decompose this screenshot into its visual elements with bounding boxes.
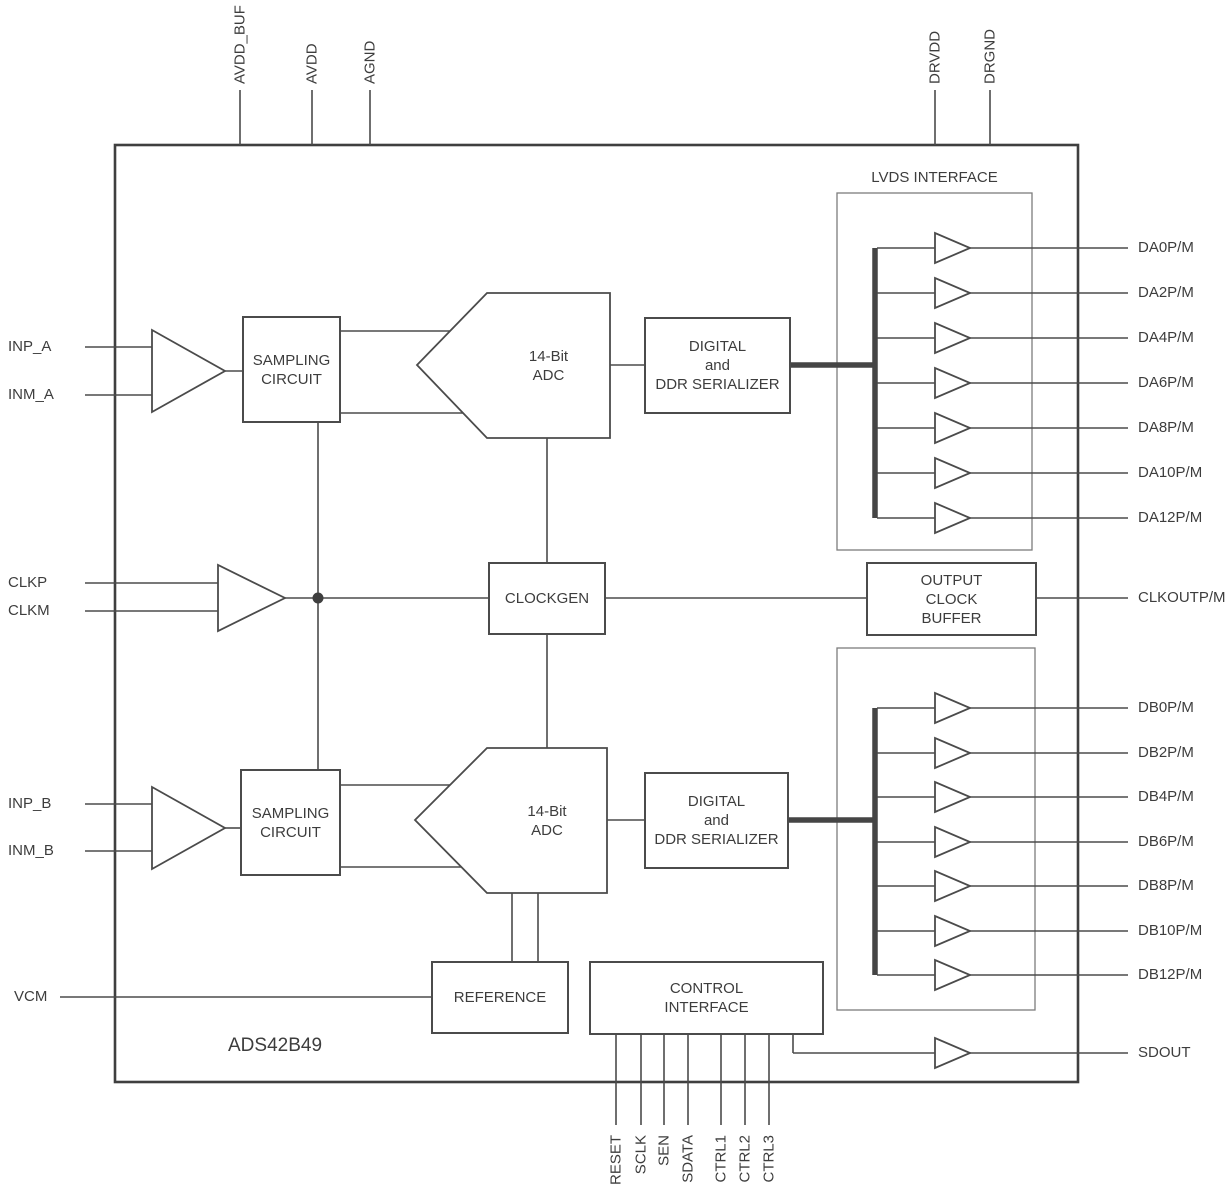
pin-label-sdout: SDOUT xyxy=(1138,1044,1191,1061)
pin-label-avdd-buf: AVDD_BUF xyxy=(232,5,249,84)
pin-label-vcm: VCM xyxy=(14,988,48,1005)
lvds-buffer-icon xyxy=(934,780,973,814)
sampling-circuit-a-label: SAMPLING CIRCUIT xyxy=(252,351,331,388)
pin-label-avdd: AVDD xyxy=(304,43,321,84)
lvds-buffer-icon xyxy=(934,411,973,445)
pin-label-db8: DB8P/M xyxy=(1138,877,1194,894)
sampling-circuit-a-box xyxy=(242,316,341,423)
pin-label-da2: DA2P/M xyxy=(1138,284,1194,301)
lvds-buffer-icon xyxy=(934,231,973,265)
lvds-buffer-icon xyxy=(934,366,973,400)
lvds-buffer-icon xyxy=(934,958,973,992)
lvds-interface-box-b xyxy=(836,647,1036,1011)
control-interface-box xyxy=(589,961,824,1035)
lvds-buffer-icon xyxy=(934,825,973,859)
pin-label-inm-a: INM_A xyxy=(8,386,54,403)
pin-label-db0: DB0P/M xyxy=(1138,699,1194,716)
serializer-a-label: DIGITAL and DDR SERIALIZER xyxy=(655,338,780,393)
pin-label-reset: RESET xyxy=(608,1135,625,1185)
chip-boundary xyxy=(113,143,1080,1084)
lvds-buffer-icon xyxy=(934,914,973,948)
chip-name: ADS42B49 xyxy=(228,1035,323,1056)
lvds-buffer-icon xyxy=(934,276,973,310)
lvds-buffer-icon xyxy=(934,736,973,770)
lvds-buffer-icon xyxy=(934,869,973,903)
reference-box xyxy=(431,961,569,1034)
pin-label-sclk: SCLK xyxy=(633,1135,650,1174)
lvds-buffer-icon xyxy=(934,456,973,490)
pin-label-db4: DB4P/M xyxy=(1138,788,1194,805)
pin-label-da10: DA10P/M xyxy=(1138,464,1203,481)
pin-label-da8: DA8P/M xyxy=(1138,419,1194,436)
sampling-circuit-b-label: SAMPLING CIRCUIT xyxy=(251,804,330,841)
clock-buffer-icon xyxy=(217,563,288,633)
pin-label-drgnd: DRGND xyxy=(982,29,999,84)
sampling-circuit-b-box xyxy=(240,769,341,876)
input-buffer-b-icon xyxy=(151,785,227,871)
pin-label-ctrl3: CTRL3 xyxy=(761,1135,778,1183)
adc-a-shape xyxy=(415,292,611,439)
pin-label-da6: DA6P/M xyxy=(1138,374,1194,391)
pin-label-db10: DB10P/M xyxy=(1138,922,1203,939)
pin-label-db2: DB2P/M xyxy=(1138,744,1194,761)
pin-label-db6: DB6P/M xyxy=(1138,833,1194,850)
pin-label-da0: DA0P/M xyxy=(1138,239,1194,256)
serializer-a-box xyxy=(644,317,791,414)
lvds-buffer-icon xyxy=(934,691,973,725)
serializer-b-box xyxy=(644,772,789,869)
pin-label-agnd: AGND xyxy=(362,40,379,84)
pin-label-ctrl2: CTRL2 xyxy=(737,1135,754,1183)
pin-label-sdata: SDATA xyxy=(680,1135,697,1183)
pin-label-clkout: CLKOUTP/M xyxy=(1138,589,1226,606)
pin-label-sen: SEN xyxy=(656,1135,673,1166)
sdout-buffer-icon xyxy=(934,1036,973,1070)
adc-a-label: 14-Bit ADC xyxy=(528,347,569,384)
lvds-buffer-icon xyxy=(934,321,973,355)
lvds-interface-box-a xyxy=(836,192,1033,551)
adc-b-shape xyxy=(413,747,608,894)
input-buffer-a-icon xyxy=(151,328,227,414)
serializer-b-label: DIGITAL and DDR SERIALIZER xyxy=(654,793,779,848)
pin-label-inp-a: INP_A xyxy=(8,338,52,355)
pin-label-inm-b: INM_B xyxy=(8,842,54,859)
lvds-buffer-icon xyxy=(934,501,973,535)
pin-label-clkp: CLKP xyxy=(8,574,48,591)
output-clock-buffer-label: OUTPUT CLOCK BUFFER xyxy=(920,571,983,627)
pin-label-ctrl1: CTRL1 xyxy=(713,1135,730,1183)
clockgen-label: CLOCKGEN xyxy=(504,590,590,607)
clockgen-box xyxy=(488,562,606,635)
reference-label: REFERENCE xyxy=(453,989,547,1006)
adc-b-label: 14-Bit ADC xyxy=(527,802,567,839)
control-interface-label: CONTROL INTERFACE xyxy=(664,980,749,1016)
pin-label-db12: DB12P/M xyxy=(1138,966,1203,983)
pin-label-da4: DA4P/M xyxy=(1138,329,1194,346)
pin-label-drvdd: DRVDD xyxy=(927,31,944,84)
pin-label-clkm: CLKM xyxy=(8,602,50,619)
pin-label-da12: DA12P/M xyxy=(1138,509,1203,526)
pin-label-inp-b: INP_B xyxy=(8,795,52,812)
output-clock-buffer-box xyxy=(866,562,1037,636)
clock-junction-dot xyxy=(312,592,324,604)
lvds-interface-label: LVDS INTERFACE xyxy=(871,169,998,186)
